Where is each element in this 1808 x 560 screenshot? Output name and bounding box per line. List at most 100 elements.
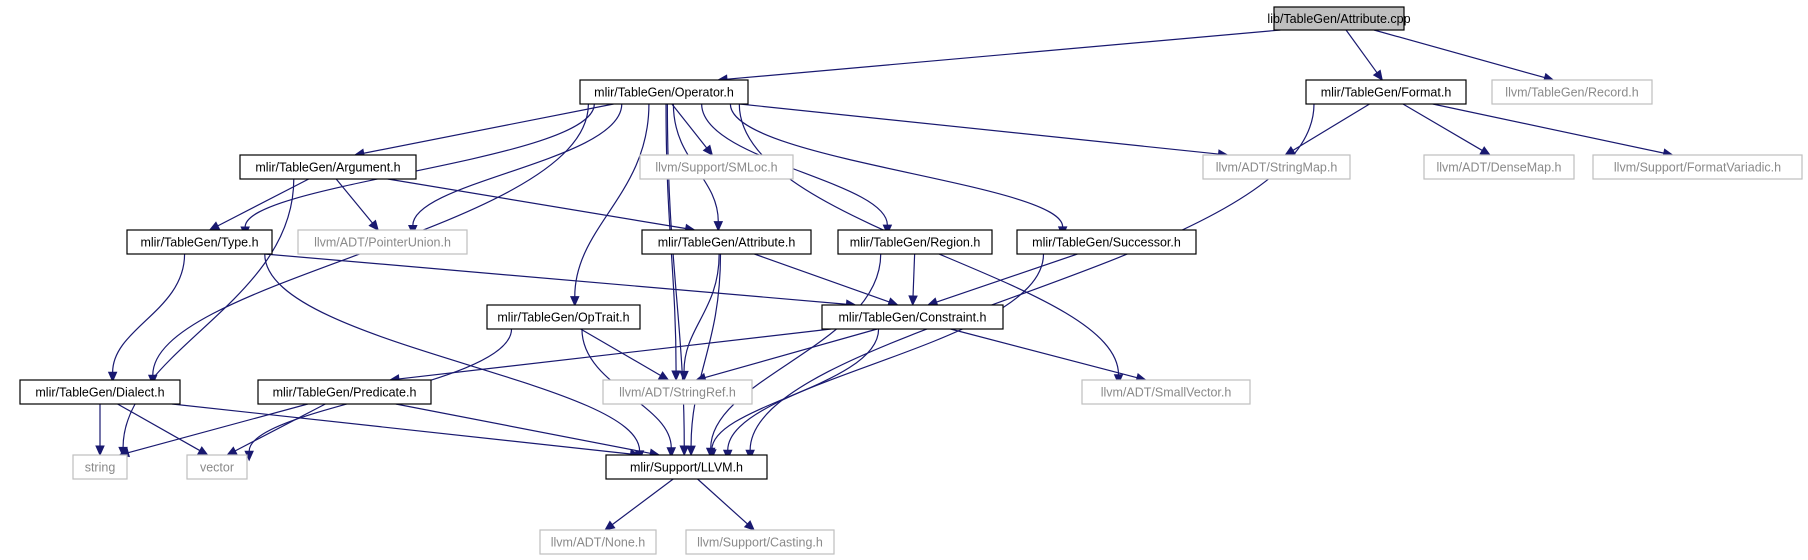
edge-arrowhead — [679, 370, 689, 382]
edge-dialect_h-to-vector — [117, 403, 209, 456]
edge-arrowhead — [208, 221, 221, 231]
node-box — [186, 454, 248, 480]
node-box — [1592, 154, 1803, 180]
edge-arrowhead — [1372, 69, 1383, 81]
node-format-h[interactable]: mlir/TableGen/Format.h — [1305, 79, 1467, 105]
edge-successor_h-to-constraint_h — [926, 253, 1078, 307]
node-smallvector-h: llvm/ADT/SmallVector.h — [1081, 379, 1251, 405]
edge-line — [697, 478, 748, 525]
edge-line — [726, 29, 1281, 80]
edge-line — [1432, 103, 1664, 154]
edge-line — [912, 253, 916, 297]
node-label: llvm/Support/FormatVariadic.h — [1614, 160, 1781, 174]
edge-line — [701, 103, 888, 226]
edge-llvm_h-to-none_h — [604, 478, 674, 531]
edge-line — [611, 478, 674, 526]
node-optrait-h[interactable]: mlir/TableGen/OpTrait.h — [486, 304, 641, 330]
edge-constraint_h-to-smallvector_h — [950, 328, 1147, 383]
node-box — [257, 379, 432, 405]
edge-region_h-to-llvm_h — [705, 253, 882, 459]
node-label: llvm/ADT/StringMap.h — [1216, 160, 1338, 174]
node-stringmap-h: llvm/ADT/StringMap.h — [1202, 154, 1351, 180]
edge-constraint_h-to-llvm_h — [707, 328, 880, 460]
edge-line — [1292, 103, 1370, 151]
node-argument-h[interactable]: mlir/TableGen/Argument.h — [239, 154, 417, 180]
edge-line — [1402, 103, 1483, 151]
edge-line — [710, 253, 882, 449]
edge-arrowhead — [197, 446, 209, 456]
edge-llvm_h-to-casting_h — [697, 478, 756, 531]
edge-line — [264, 253, 641, 451]
node-label: llvm/ADT/PointerUnion.h — [314, 235, 451, 249]
edge-line — [122, 178, 295, 448]
node-label: mlir/TableGen/OpTrait.h — [497, 310, 629, 324]
node-box — [605, 454, 768, 480]
node-box — [641, 229, 812, 255]
edge-arrowhead — [1479, 146, 1492, 156]
edge-line — [117, 403, 201, 452]
node-predicate-h[interactable]: mlir/TableGen/Predicate.h — [257, 379, 432, 405]
node-label: mlir/TableGen/Dialect.h — [35, 385, 164, 399]
node-region-h[interactable]: mlir/TableGen/Region.h — [837, 229, 993, 255]
node-box — [19, 379, 181, 405]
edge-line — [112, 253, 186, 373]
edge-line — [729, 103, 1064, 227]
edge-line — [264, 253, 847, 305]
edge-arrowhead — [368, 219, 379, 231]
node-attribute-h[interactable]: mlir/TableGen/Attribute.h — [641, 229, 812, 255]
node-string: string — [72, 454, 128, 480]
edge-line — [936, 253, 1078, 303]
edge-constraint_h-to-predicate_h — [388, 328, 832, 384]
edge-arrowhead — [604, 520, 616, 531]
edge-arrowhead — [570, 296, 580, 307]
edge-line — [580, 328, 661, 376]
node-attribute-cpp[interactable]: lib/TableGen/Attribute.cpp — [1267, 6, 1411, 31]
edge-arrowhead — [686, 445, 696, 457]
node-successor-h[interactable]: mlir/TableGen/Successor.h — [1016, 229, 1197, 255]
edge-line — [395, 403, 651, 454]
edge-line — [754, 253, 890, 303]
edge-arrowhead — [95, 445, 105, 457]
node-densemap-h: llvm/ADT/DenseMap.h — [1423, 154, 1575, 180]
node-label: mlir/TableGen/Argument.h — [255, 160, 400, 174]
node-label: mlir/TableGen/Attribute.h — [658, 235, 796, 249]
edge-attribute_cpp-to-format_h — [1345, 29, 1383, 81]
edge-attribute_cpp-to-record_h — [1373, 29, 1555, 83]
node-formatvariadic-h: llvm/Support/FormatVariadic.h — [1592, 154, 1803, 180]
node-smloc-h: llvm/Support/SMLoc.h — [639, 154, 794, 180]
edge-optrait_h-to-stringref_h — [580, 328, 670, 381]
edge-line — [704, 328, 878, 379]
node-box — [837, 229, 993, 255]
edge-operator_h-to-argument_h — [353, 103, 614, 158]
node-box — [685, 529, 835, 555]
node-operator-h[interactable]: mlir/TableGen/Operator.h — [579, 79, 749, 105]
node-label: llvm/ADT/None.h — [551, 535, 646, 549]
edge-line — [171, 403, 631, 455]
edge-line — [683, 253, 720, 372]
node-label: llvm/Support/SMLoc.h — [655, 160, 777, 174]
node-type-h[interactable]: mlir/TableGen/Type.h — [126, 229, 273, 255]
edge-line — [363, 103, 614, 154]
node-vector: vector — [186, 454, 248, 480]
node-dialect-h[interactable]: mlir/TableGen/Dialect.h — [19, 379, 181, 405]
edge-line — [574, 103, 650, 297]
edge-predicate_h-to-string — [118, 403, 308, 458]
node-label: mlir/TableGen/Successor.h — [1032, 235, 1181, 249]
node-box — [72, 454, 128, 480]
node-box — [1273, 6, 1405, 31]
node-box — [297, 229, 468, 255]
edge-format_h-to-densemap_h — [1402, 103, 1492, 156]
node-constraint-h[interactable]: mlir/TableGen/Constraint.h — [821, 304, 1004, 330]
edge-line — [950, 328, 1138, 379]
node-llvm-h[interactable]: mlir/Support/LLVM.h — [605, 454, 768, 480]
node-box — [126, 229, 273, 255]
edge-line — [727, 253, 1045, 451]
edge-type_h-to-dialect_h — [107, 253, 186, 383]
node-label: mlir/TableGen/Operator.h — [594, 85, 734, 99]
node-box — [1016, 229, 1197, 255]
node-label: mlir/TableGen/Type.h — [140, 235, 258, 249]
edge-arrowhead — [702, 144, 714, 156]
edge-operator_h-to-optrait_h — [570, 103, 650, 307]
edge-line — [1345, 29, 1378, 74]
